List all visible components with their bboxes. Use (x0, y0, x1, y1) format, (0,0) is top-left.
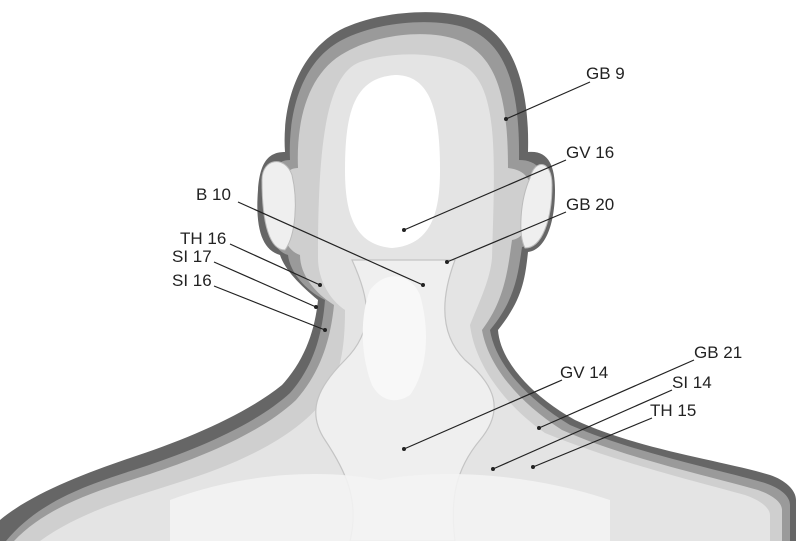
point-label: TH 15 (650, 401, 696, 420)
point-label: TH 16 (180, 229, 226, 248)
spine-highlight (363, 276, 426, 400)
leader-line (214, 286, 325, 330)
point-marker (537, 426, 541, 430)
point-label: SI 16 (172, 271, 212, 290)
point-marker (323, 328, 327, 332)
point-marker (504, 117, 508, 121)
point-marker (318, 283, 322, 287)
point-label: GB 21 (694, 343, 742, 362)
point-label: SI 14 (672, 373, 712, 392)
point-marker (445, 260, 449, 264)
point-marker (491, 467, 495, 471)
point-marker (314, 305, 318, 309)
shoulder-highlight (170, 474, 610, 541)
head-highlight (345, 75, 440, 248)
point-label: GV 14 (560, 363, 608, 382)
point-label: SI 17 (172, 247, 212, 266)
point-label: GB 20 (566, 195, 614, 214)
point-marker (402, 228, 406, 232)
point-marker (402, 447, 406, 451)
point-label: B 10 (196, 185, 231, 204)
point-marker (531, 465, 535, 469)
point-marker (421, 283, 425, 287)
point-label: GB 9 (586, 64, 625, 83)
point-label: GV 16 (566, 143, 614, 162)
